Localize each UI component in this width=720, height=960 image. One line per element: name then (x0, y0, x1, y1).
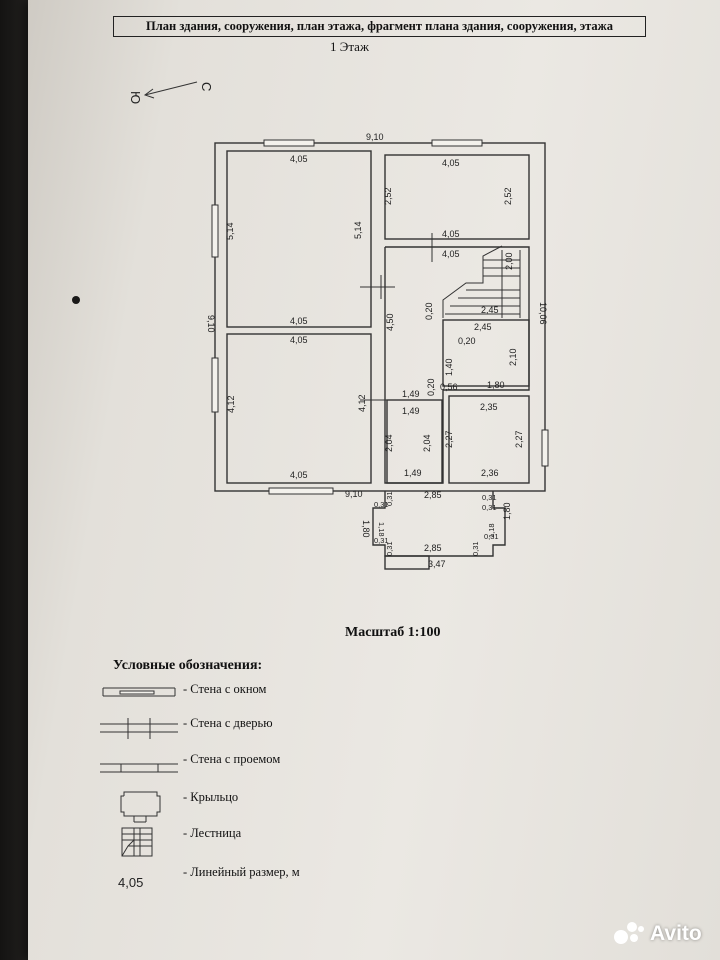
dim-wc-gap: 0,20 (458, 336, 476, 346)
legend-item-dimension: - Линейный размер, м (183, 865, 300, 879)
avito-logo-icon (614, 922, 644, 946)
dim-porch-w1: 0,31 (374, 500, 389, 509)
dim-room3-bottom: 4,05 (290, 470, 308, 480)
dim-wc-bottom: 1,80 (487, 380, 505, 390)
legend-title: Условные обозначения: (113, 658, 263, 673)
legend-item-door: - Стена с дверью (183, 716, 273, 730)
compass-north: Ю (128, 91, 143, 104)
dim-room2-left: 2,52 (383, 187, 393, 205)
dim-porch-inner-right: 1,18 (487, 523, 496, 538)
legend-door-symbol (100, 718, 178, 739)
legend-window-symbol (102, 687, 176, 697)
legend-item-stair: - Лестница (183, 826, 242, 840)
dim-room4-bottom: 2,36 (481, 468, 499, 478)
legend-item-opening: - Стена с проемом (183, 752, 281, 766)
dim-stair-width: 2,45 (481, 305, 499, 315)
dim-room1-left: 5,14 (225, 222, 235, 240)
dim-small-gap2: 0,56 (440, 382, 458, 392)
legend-symbols (100, 687, 178, 857)
dim-porch-w6: 0,31 (482, 503, 497, 512)
dim-room4-right: 2,27 (514, 430, 524, 448)
windows (211, 139, 549, 495)
dim-bath-right: 2,04 (422, 434, 432, 452)
dim-room2-bottom: 4,05 (442, 229, 460, 239)
walls (214, 142, 546, 570)
legend-porch-symbol (120, 791, 161, 823)
dim-porch-w8: 0,31 (471, 541, 480, 556)
legend-item-porch: - Крыльцо (183, 790, 239, 804)
dim-total-height-left: 9,10 (206, 315, 216, 333)
dim-bath-bottom: 1,49 (404, 468, 422, 478)
dim-wc-top: 2,45 (474, 322, 492, 332)
dim-porch-w4: 0,31 (385, 541, 394, 556)
dim-small-gap1: 0,20 (426, 378, 436, 396)
dim-wc-left: 1,40 (444, 358, 454, 376)
dim-room4-top: 2,35 (480, 402, 498, 412)
binder-hole (72, 296, 80, 304)
dim-porch-w2: 0,31 (374, 536, 389, 545)
dim-porch-top: 2,85 (424, 490, 442, 500)
compass: С Ю (128, 81, 214, 104)
doors (360, 233, 438, 401)
document-header: План здания, сооружения, план этажа, фра… (113, 16, 646, 37)
staircase (442, 245, 521, 318)
watermark-text: Avito (650, 922, 702, 945)
scale-label: Масштаб 1:100 (345, 625, 441, 640)
dim-stair-gap: 0,20 (424, 302, 434, 320)
legend-item-window: - Стена с окном (183, 682, 267, 696)
dim-wc-right: 2,10 (508, 348, 518, 366)
dim-porch-depth-right: 1,80 (502, 502, 512, 520)
dim-room2-top: 4,05 (442, 158, 460, 168)
dim-porch-w3: 0,31 (385, 491, 394, 506)
dim-total-height-right: 10,06 (538, 302, 548, 325)
dim-bath-left: 2,04 (384, 434, 394, 452)
dim-porch-w7: 0,31 (484, 532, 499, 541)
legend-opening-symbol (100, 763, 178, 773)
dim-room4-left: 2,27 (444, 430, 454, 448)
document-page (28, 0, 720, 960)
legend-stair-symbol (121, 827, 153, 857)
dim-room1-bottom: 4,05 (290, 316, 308, 326)
dim-porch-w5: 0,31 (482, 493, 497, 502)
compass-south: С (199, 82, 214, 91)
dim-room2-right: 2,52 (503, 187, 513, 205)
dim-stair-height: 2,00 (504, 252, 514, 270)
dim-hall-top: 4,05 (442, 249, 460, 259)
dimension-labels: 9,10 9,10 9,10 10,06 4,05 4,05 5,14 5,14… (206, 132, 548, 569)
dim-room3-top: 4,05 (290, 335, 308, 345)
watermark: Avito (614, 922, 702, 946)
dim-bath-top-b: 1,49 (402, 406, 420, 416)
dim-porch-bottom: 2,85 (424, 543, 442, 553)
dim-room3-left: 4,12 (226, 395, 236, 413)
dim-room1-right: 5,14 (353, 221, 363, 239)
dim-room1-top: 4,05 (290, 154, 308, 164)
dim-bath-top-a: 1,49 (402, 389, 420, 399)
dim-room3-right: 4,12 (357, 394, 367, 412)
dim-porch-outer: 3,47 (428, 559, 446, 569)
dim-porch-inner-left: 1,18 (377, 522, 386, 537)
dim-porch-depth-left: 1,80 (361, 520, 371, 538)
dim-total-width-top: 9,10 (366, 132, 384, 142)
legend-dimension-example: 4,05 (118, 875, 144, 890)
dim-total-width-bottom: 9,10 (345, 489, 363, 499)
dim-hall-left: 4,50 (385, 313, 395, 331)
floor-label: 1 Этаж (330, 39, 369, 54)
